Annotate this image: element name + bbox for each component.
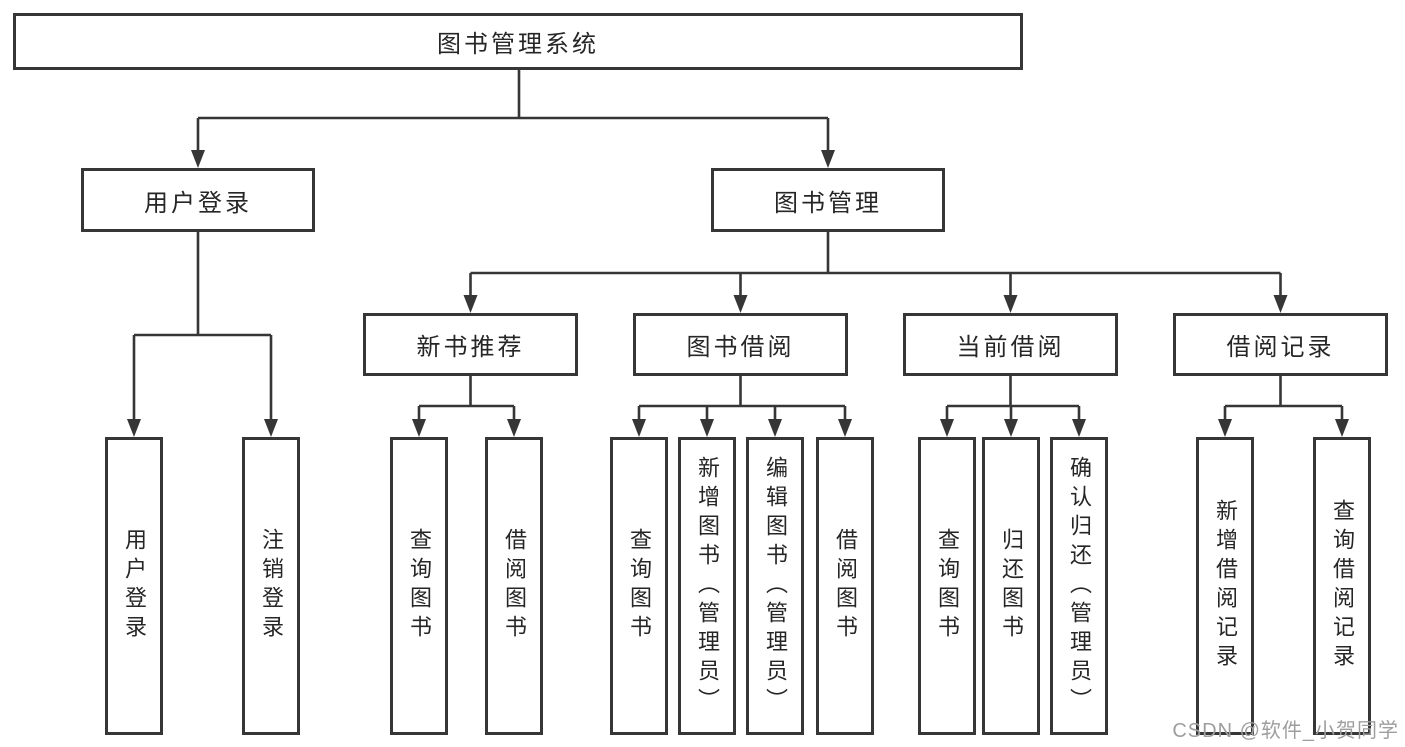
node-current-borrow: 当前借阅 <box>903 313 1118 376</box>
leaf-add-books-admin-label: 新增图书（管理员） <box>695 455 720 717</box>
leaf-borrow-books-2-label: 借阅图书 <box>833 528 858 644</box>
node-book-management: 图书管理 <box>711 168 945 232</box>
csdn-watermark: CSDN @软件_小贺同学 <box>1172 720 1399 742</box>
edge-current-borrow-to-children <box>940 376 1086 437</box>
leaf-add-borrow-record: 新增借阅记录 <box>1196 437 1254 735</box>
leaf-return-books: 归还图书 <box>982 437 1040 735</box>
leaf-confirm-return-admin: 确认归还（管理员） <box>1050 437 1108 735</box>
edge-book-borrow-to-children <box>632 376 852 437</box>
leaf-borrow-books-2: 借阅图书 <box>816 437 874 735</box>
node-book-borrow-label: 图书借阅 <box>686 334 795 361</box>
leaf-query-books-3: 查询图书 <box>918 437 976 735</box>
leaf-query-books-2-label: 查询图书 <box>627 528 652 644</box>
edge-new-book-to-children <box>412 376 521 437</box>
leaf-confirm-return-admin-label: 确认归还（管理员） <box>1067 455 1092 717</box>
node-user-login: 用户登录 <box>81 168 315 232</box>
node-current-borrow-label: 当前借阅 <box>956 334 1065 361</box>
leaf-user-login: 用户登录 <box>105 437 163 735</box>
leaf-logout: 注销登录 <box>242 437 300 735</box>
edge-borrow-record-to-children <box>1218 376 1349 437</box>
node-root-system: 图书管理系统 <box>13 13 1023 70</box>
node-borrow-record: 借阅记录 <box>1173 313 1388 376</box>
leaf-query-books-3-label: 查询图书 <box>935 528 960 644</box>
node-new-book-recommend: 新书推荐 <box>363 313 578 376</box>
leaf-edit-books-admin: 编辑图书（管理员） <box>746 437 804 735</box>
leaf-query-books-1: 查询图书 <box>390 437 448 735</box>
leaf-query-books-2: 查询图书 <box>610 437 668 735</box>
node-book-borrow: 图书借阅 <box>633 313 848 376</box>
node-user-login-label: 用户登录 <box>144 189 252 217</box>
leaf-add-books-admin: 新增图书（管理员） <box>678 437 736 735</box>
leaf-logout-label: 注销登录 <box>259 528 284 644</box>
leaf-add-borrow-record-label: 新增借阅记录 <box>1213 499 1238 673</box>
leaf-return-books-label: 归还图书 <box>999 528 1024 644</box>
node-new-book-recommend-label: 新书推荐 <box>416 334 525 361</box>
edge-root-to-level2 <box>191 70 835 168</box>
node-borrow-record-label: 借阅记录 <box>1226 334 1335 361</box>
leaf-query-borrow-record-label: 查询借阅记录 <box>1330 499 1355 673</box>
node-root-label: 图书管理系统 <box>437 31 599 58</box>
edge-user-login-to-children <box>127 232 278 437</box>
leaf-query-books-1-label: 查询图书 <box>407 528 432 644</box>
leaf-edit-books-admin-label: 编辑图书（管理员） <box>763 455 788 717</box>
leaf-user-login-label: 用户登录 <box>122 528 147 644</box>
leaf-borrow-books-1: 借阅图书 <box>485 437 543 735</box>
node-book-management-label: 图书管理 <box>774 189 882 217</box>
edge-book-mgmt-to-level3 <box>463 232 1288 313</box>
leaf-borrow-books-1-label: 借阅图书 <box>502 528 527 644</box>
leaf-query-borrow-record: 查询借阅记录 <box>1313 437 1371 735</box>
